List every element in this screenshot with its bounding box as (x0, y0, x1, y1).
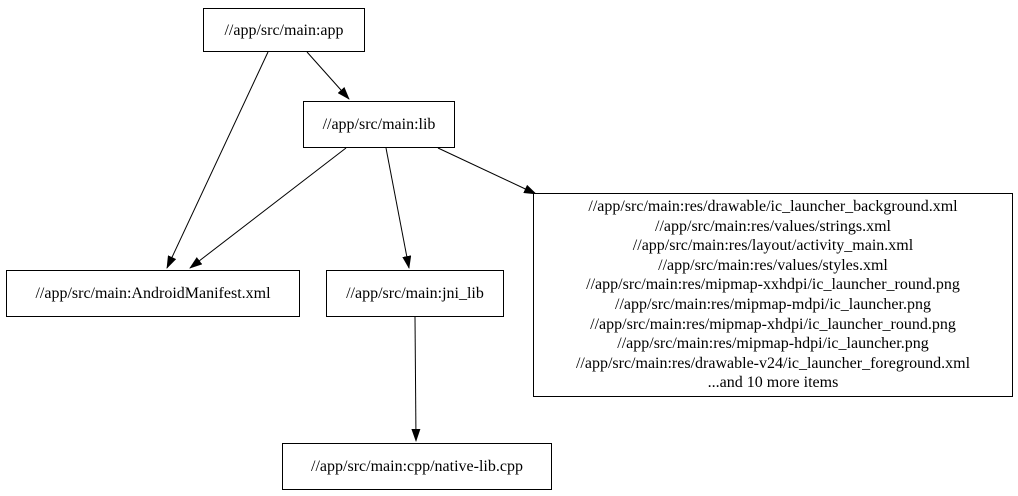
node-native-lib-cpp: //app/src/main:cpp/native-lib.cpp (282, 443, 552, 490)
edge-lib-jni-lib (385, 147, 412, 269)
res-file-line: //app/src/main:res/mipmap-hdpi/ic_launch… (617, 335, 929, 353)
node-app-label: //app/src/main:app (224, 21, 344, 39)
edge-jni-lib-native-cpp (411, 316, 421, 442)
res-file-line: //app/src/main:res/layout/activity_main.… (632, 237, 914, 255)
res-file-line: //app/src/main:res/values/strings.xml (655, 217, 891, 235)
node-app: //app/src/main:app (203, 8, 365, 52)
res-file-line: //app/src/main:res/mipmap-xhdpi/ic_launc… (590, 315, 956, 333)
node-res-file-group: //app/src/main:res/drawable/ic_launcher_… (533, 193, 1013, 397)
node-jni-lib: //app/src/main:jni_lib (326, 270, 504, 317)
res-file-line: //app/src/main:res/drawable/ic_launcher_… (588, 198, 958, 216)
res-file-line: //app/src/main:res/values/styles.xml (658, 256, 888, 274)
node-jni-lib-label: //app/src/main:jni_lib (346, 285, 484, 302)
edge-app-manifest (166, 51, 269, 269)
res-file-line: //app/src/main:res/mipmap-xxhdpi/ic_laun… (586, 276, 960, 294)
node-android-manifest-label: //app/src/main:AndroidManifest.xml (35, 285, 271, 302)
res-file-line: //app/src/main:res/mipmap-mdpi/ic_launch… (615, 296, 931, 313)
node-android-manifest: //app/src/main:AndroidManifest.xml (6, 270, 300, 317)
edge-app-lib (306, 51, 350, 100)
node-native-lib-cpp-label: //app/src/main:cpp/native-lib.cpp (311, 458, 523, 475)
res-more-items-note: ...and 10 more items (707, 374, 839, 392)
res-file-line: //app/src/main:res/drawable-v24/ic_launc… (575, 354, 971, 372)
edge-lib-manifest (189, 147, 347, 269)
node-lib-label: //app/src/main:lib (322, 116, 436, 133)
edge-lib-res-group (437, 147, 537, 195)
node-lib: //app/src/main:lib (303, 101, 455, 148)
